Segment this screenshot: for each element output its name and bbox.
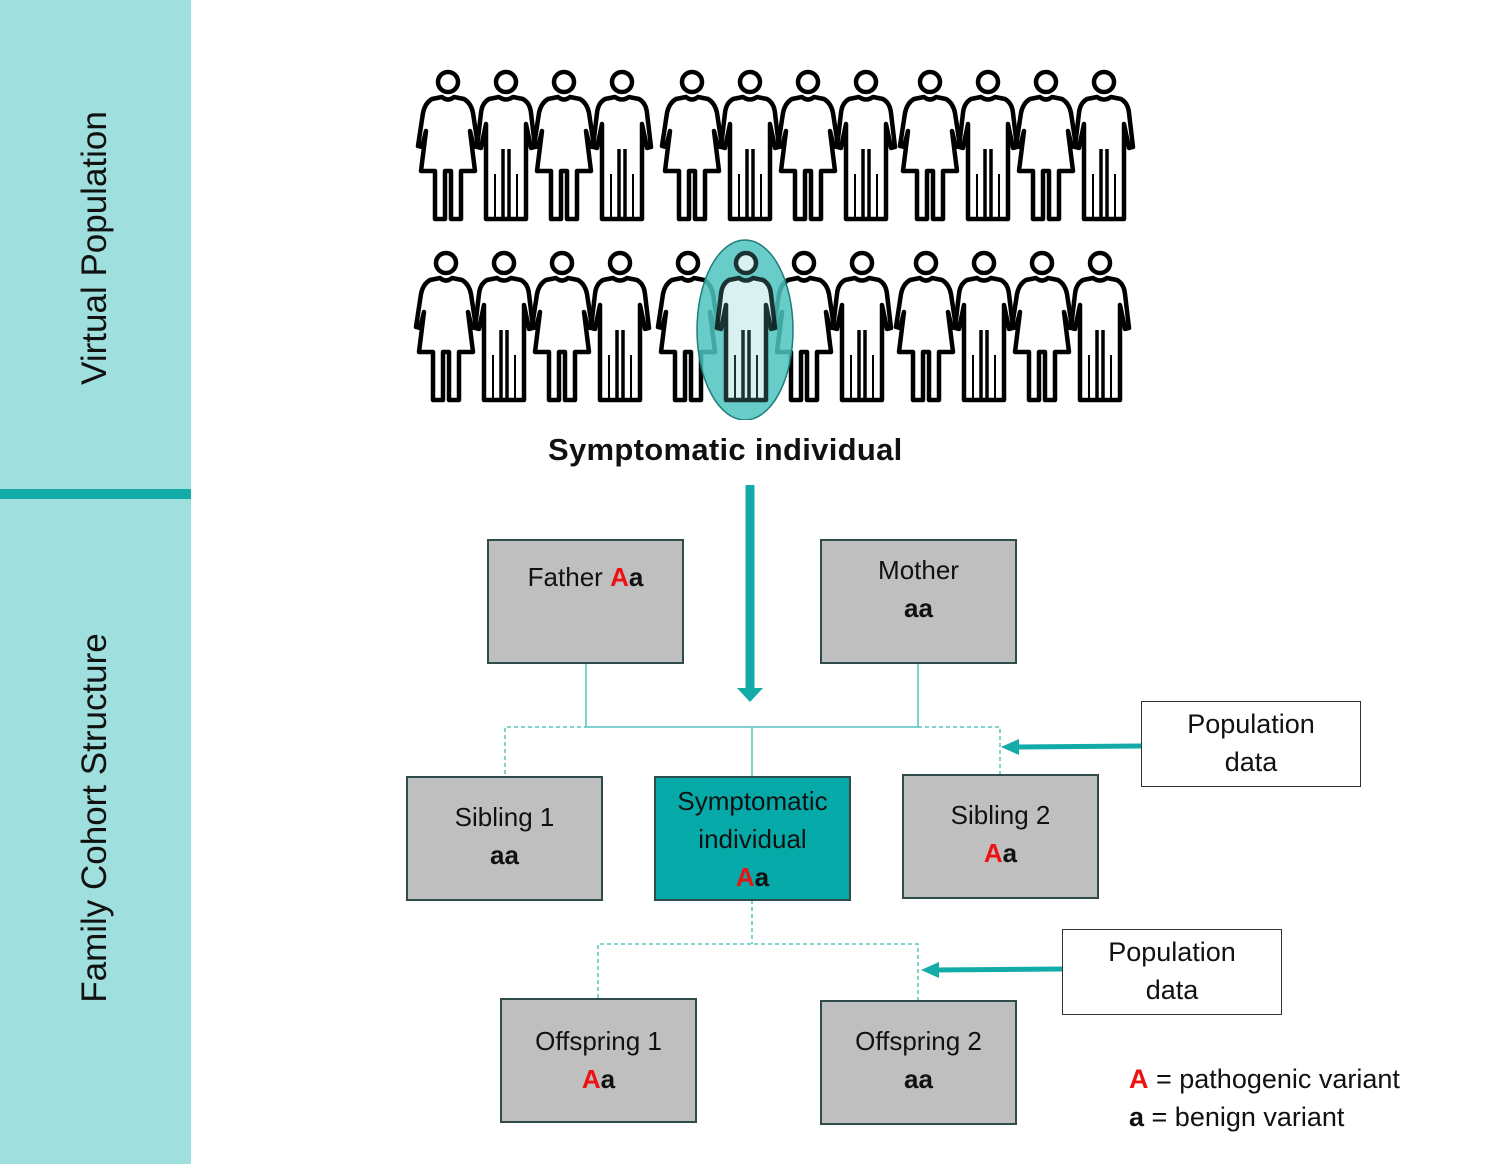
proband-genotype-allele-2: a bbox=[754, 862, 770, 892]
legend-pathogenic-text: = pathogenic variant bbox=[1148, 1064, 1400, 1094]
sibling-2-genotype-allele-1: A bbox=[983, 838, 1003, 868]
population-data-label-1b: data bbox=[1224, 747, 1278, 777]
proband-label-line-1: Symptomatic bbox=[677, 786, 828, 816]
legend-pathogenic-symbol: A bbox=[1129, 1064, 1149, 1094]
population-data-box-1: Population data bbox=[1141, 701, 1361, 787]
sidebar: Virtual Population Family Cohort Structu… bbox=[0, 0, 191, 1164]
legend-benign-symbol: a bbox=[1129, 1102, 1145, 1132]
downward-arrow-head bbox=[737, 688, 763, 702]
offspring-2-box: Offspring 2 aa bbox=[820, 1000, 1017, 1125]
proband-label-line-2: individual bbox=[698, 824, 807, 854]
symptomatic-individual-caption: Symptomatic individual bbox=[548, 432, 903, 467]
proband-genotype-allele-1: A bbox=[735, 862, 755, 892]
sibling-1-label: Sibling 1 bbox=[454, 802, 555, 832]
offspring-1-label: Offspring 1 bbox=[535, 1026, 662, 1056]
offspring-1-genotype-allele-1: A bbox=[581, 1064, 601, 1094]
legend-benign-text: = benign variant bbox=[1144, 1102, 1345, 1132]
legend-benign: a = benign variant bbox=[1129, 1098, 1400, 1136]
father-box: Father Aa bbox=[487, 539, 684, 664]
offspring-2-label: Offspring 2 bbox=[855, 1026, 982, 1056]
population-data-box-2: Population data bbox=[1062, 929, 1282, 1015]
mother-box: Mother aa bbox=[820, 539, 1017, 664]
proband-box: Symptomatic individual Aa bbox=[654, 776, 851, 901]
legend: A = pathogenic variant a = benign varian… bbox=[1129, 1060, 1400, 1136]
offspring-2-genotype: aa bbox=[904, 1064, 933, 1094]
offspring-1-box: Offspring 1 Aa bbox=[500, 998, 697, 1123]
population-data-arrow-2 bbox=[931, 966, 1063, 973]
population-data-label-1a: Population bbox=[1187, 709, 1315, 739]
sibling-2-genotype-allele-2: a bbox=[1002, 838, 1018, 868]
father-label: Father bbox=[527, 562, 603, 592]
population-data-label-2b: data bbox=[1145, 975, 1199, 1005]
sidebar-divider bbox=[0, 489, 191, 499]
virtual-population-figures bbox=[0, 0, 1512, 420]
offspring-1-genotype-allele-2: a bbox=[600, 1064, 616, 1094]
father-genotype-allele-1: A bbox=[610, 562, 629, 592]
mother-genotype: aa bbox=[904, 593, 933, 623]
sibling-1-genotype: aa bbox=[490, 840, 519, 870]
father-genotype-allele-2: a bbox=[628, 562, 644, 592]
sibling-2-box: Sibling 2 Aa bbox=[902, 774, 1099, 899]
mother-label: Mother bbox=[878, 555, 959, 585]
population-data-label-2a: Population bbox=[1108, 937, 1236, 967]
sibling-2-label: Sibling 2 bbox=[950, 800, 1051, 830]
sibling-1-box: Sibling 1 aa bbox=[406, 776, 603, 901]
legend-pathogenic: A = pathogenic variant bbox=[1129, 1060, 1400, 1098]
population-data-arrow-1 bbox=[1011, 743, 1142, 750]
